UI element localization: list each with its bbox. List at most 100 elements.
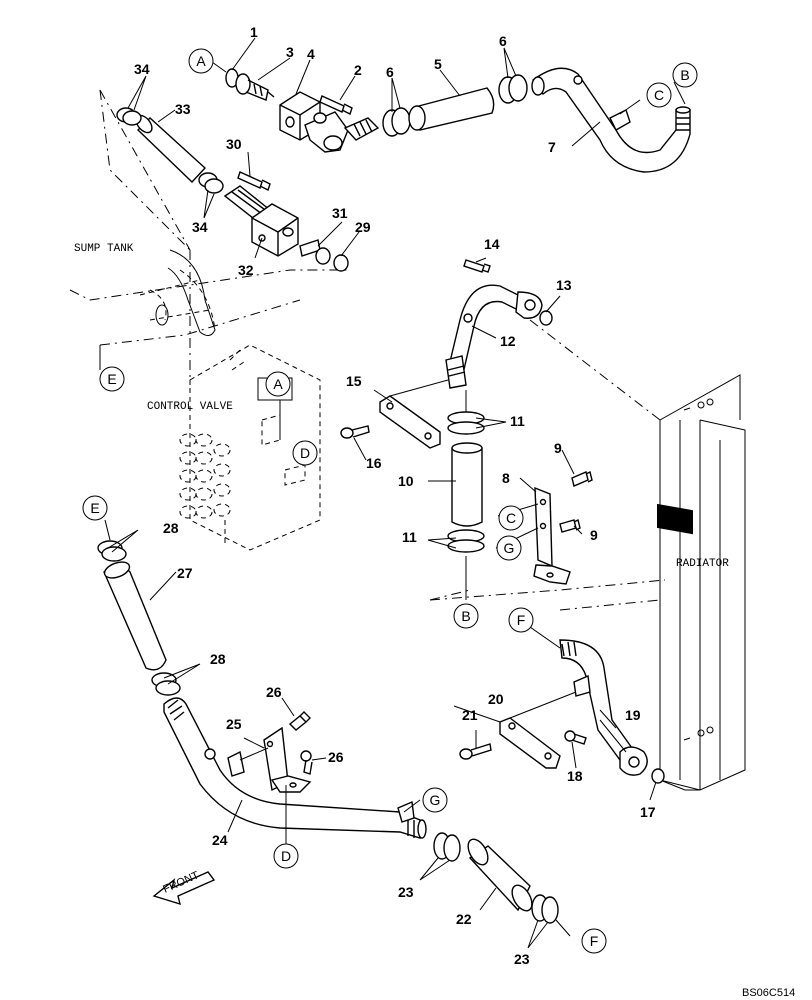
drawing-code: BS06C514 (742, 987, 795, 999)
bracket-25 (263, 726, 312, 793)
hose-27 (103, 561, 167, 671)
hose-clamp-23a (433, 832, 461, 862)
hose-33 (135, 114, 206, 183)
part-number: 2 (354, 62, 362, 78)
callout-E-sump: E (99, 366, 125, 392)
part-number: 10 (398, 473, 414, 489)
part-number: 13 (556, 277, 572, 293)
bolt-9b (559, 518, 581, 533)
hose-clamp-6a (382, 107, 411, 137)
hose-10 (451, 442, 483, 527)
part-number: 21 (462, 707, 478, 723)
part-number: 31 (332, 205, 348, 221)
svg-text:F: F (590, 933, 599, 949)
pipe-19 (559, 639, 648, 776)
part-number: 6 (386, 64, 394, 80)
part-number: 24 (212, 832, 228, 848)
hose-clamp-28a (97, 540, 127, 562)
bolt-18 (564, 730, 587, 745)
part-number: 15 (346, 373, 362, 389)
bolt-26a (288, 711, 311, 731)
callout-C-top: C (646, 82, 672, 108)
radiator (657, 374, 746, 791)
part-number: 30 (226, 136, 242, 152)
callout-G-mid: G (496, 535, 522, 561)
part-number: 28 (163, 520, 179, 536)
pipe-24 (163, 697, 427, 839)
part-number: 23 (398, 884, 414, 900)
svg-text:A: A (196, 53, 206, 69)
svg-text:E: E (90, 500, 99, 516)
fitting-3 (235, 73, 275, 101)
part-number-labels: 1 3 4 2 6 5 6 7 34 33 30 34 31 29 32 14 … (134, 24, 656, 967)
callout-E-low: E (82, 495, 108, 521)
o-ring-13 (539, 310, 553, 326)
part-number: 20 (488, 691, 504, 707)
pipe-12 (445, 284, 543, 389)
sump-tank (69, 89, 350, 385)
radiator-label: RADIATOR (676, 558, 729, 570)
svg-text:E: E (107, 371, 116, 387)
callout-F-mid: F (508, 607, 534, 633)
part-number: 25 (226, 716, 242, 732)
part-number: 12 (500, 333, 516, 349)
part-number: 3 (286, 44, 294, 60)
svg-text:C: C (654, 87, 664, 103)
bolt-9a (571, 470, 593, 487)
part-number: 16 (366, 455, 382, 471)
bolt-14 (463, 259, 491, 273)
part-number: 8 (502, 470, 510, 486)
part-number: 6 (499, 33, 507, 49)
part-number: 28 (210, 651, 226, 667)
callout-G-low: G (422, 787, 448, 813)
part-number: 11 (510, 413, 525, 429)
callout-D-valve: D (292, 440, 318, 466)
front-arrow-icon (152, 871, 216, 906)
part-number: 26 (266, 684, 282, 700)
svg-text:B: B (461, 608, 470, 624)
callout-B-mid: B (453, 603, 479, 629)
svg-text:D: D (300, 445, 310, 461)
o-ring-29 (333, 254, 349, 272)
hose-clamp-6b (498, 74, 528, 104)
part-number: 33 (175, 101, 191, 117)
part-number: 27 (177, 565, 193, 581)
bolt-26b (300, 750, 313, 775)
pipe-7 (531, 67, 691, 173)
part-number: 4 (307, 46, 315, 62)
hose-clamp-34a (116, 107, 142, 126)
bracket-8 (533, 486, 571, 585)
hose-clamp-34b (198, 172, 224, 194)
part-number: 5 (434, 56, 442, 72)
svg-text:C: C (506, 510, 516, 526)
hose-clamp-11b (447, 529, 485, 553)
hose-clamp-28b (151, 672, 181, 696)
fitting-31 (299, 239, 331, 265)
part-number: 9 (590, 527, 598, 543)
bracket-15 (379, 395, 441, 449)
part-number: 32 (238, 262, 254, 278)
callout-A-top: A (188, 48, 214, 74)
part-number: 19 (625, 707, 641, 723)
adapter-block-4 (279, 91, 380, 153)
part-number: 14 (484, 236, 500, 252)
o-ring-17 (651, 768, 665, 784)
bolt-30 (237, 171, 271, 191)
control-valve-label: CONTROL VALVE (147, 401, 233, 413)
bolt-21 (459, 743, 492, 760)
part-number: 34 (192, 219, 208, 235)
hose-22 (467, 838, 533, 912)
callout-F-low: F (581, 928, 607, 954)
part-number: 26 (328, 749, 344, 765)
part-number: 17 (640, 804, 656, 820)
svg-text:B: B (680, 67, 689, 83)
part-number: 34 (134, 61, 150, 77)
part-number: 23 (514, 951, 530, 967)
svg-text:G: G (504, 540, 515, 556)
part-number: 29 (355, 219, 371, 235)
part-number: 11 (402, 529, 417, 545)
part-number: 22 (456, 911, 472, 927)
bolt-16 (340, 425, 370, 439)
adapter-block-32 (223, 185, 299, 257)
